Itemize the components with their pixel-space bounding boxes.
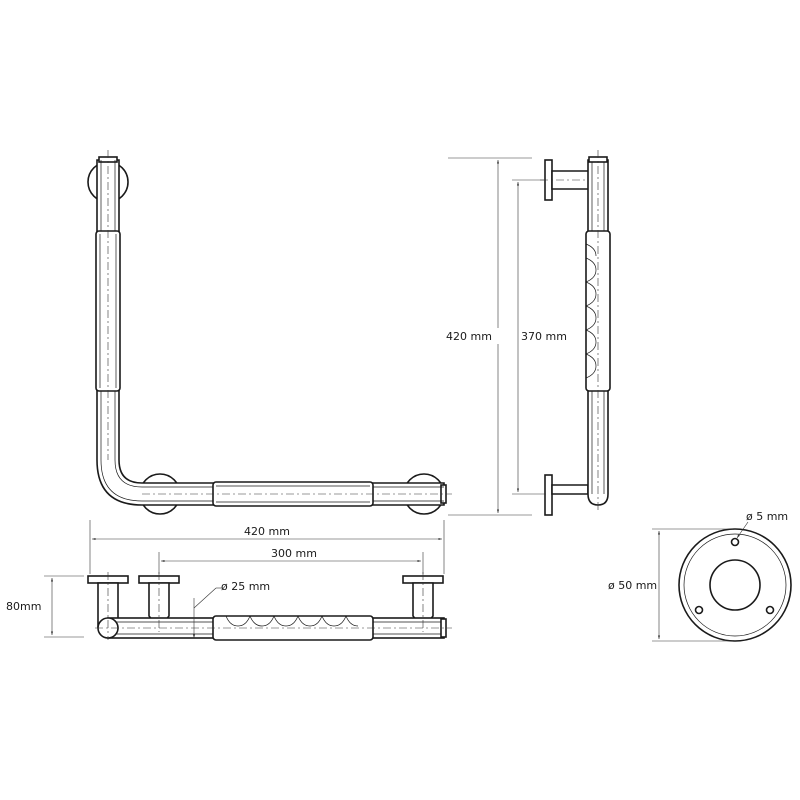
front-view xyxy=(87,150,452,515)
rosette-view: ø 50 mm ø 5 mm xyxy=(608,510,792,642)
screw-hole-top xyxy=(730,537,740,547)
width-center-label: 300 mm xyxy=(271,547,317,560)
top-finger-grooves xyxy=(225,615,359,627)
projection-label: 80mm xyxy=(6,600,41,613)
rosette-diameter-label: ø 50 mm xyxy=(608,579,657,592)
screw-hole-label: ø 5 mm xyxy=(746,510,788,523)
top-view xyxy=(87,572,452,641)
screw-hole-left xyxy=(694,605,704,615)
screw-hole-right xyxy=(765,605,775,615)
projection-dimension: 80mm xyxy=(6,575,84,638)
side-view xyxy=(540,150,611,516)
tube-diameter-label: ø 25 mm xyxy=(221,580,270,593)
tube-diameter-dimension: ø 25 mm xyxy=(192,580,270,638)
width-overall-label: 420 mm xyxy=(244,525,290,538)
height-center-label: 370 mm xyxy=(521,330,567,343)
height-dimensions: 420 mm 370 mm xyxy=(446,157,568,516)
front-l-tube xyxy=(96,159,445,506)
height-overall-label: 420 mm xyxy=(446,330,492,343)
side-wall-plate-bottom xyxy=(544,474,553,516)
width-dimensions: 420 mm 300 mm xyxy=(89,520,445,574)
rosette-center-hole xyxy=(709,559,761,611)
side-finger-grooves xyxy=(585,243,597,379)
